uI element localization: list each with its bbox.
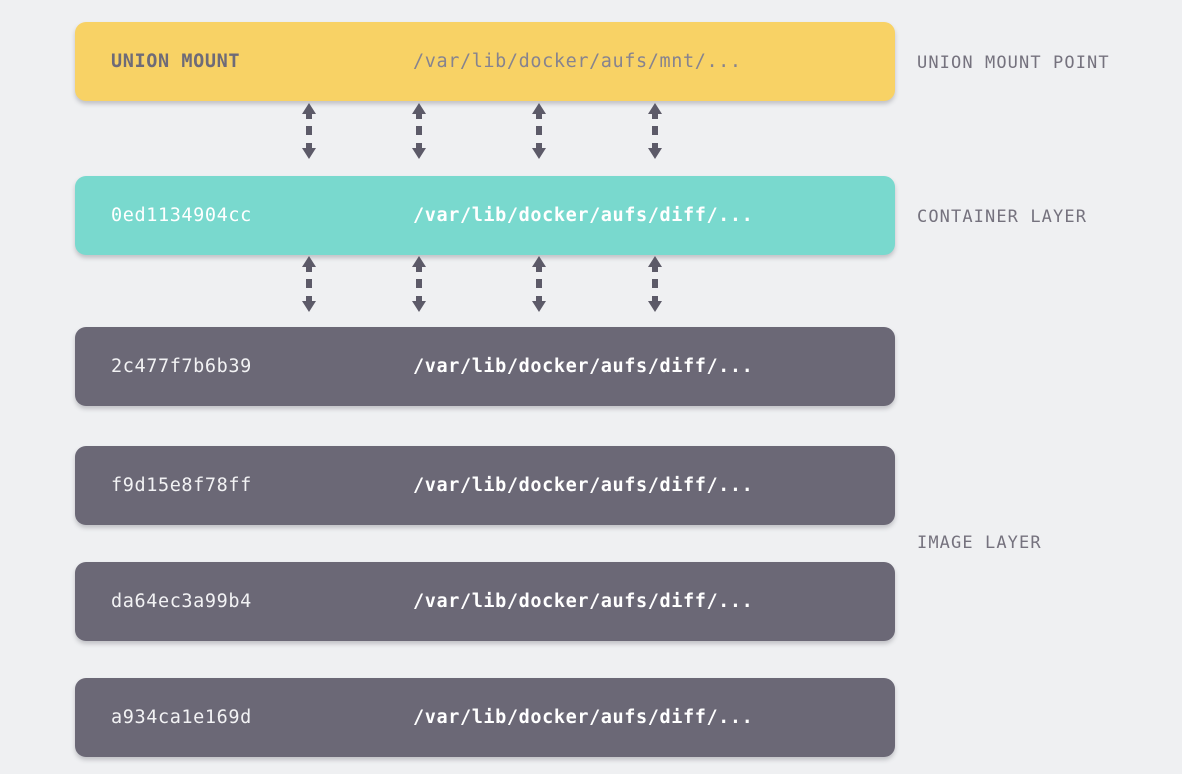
layer-path-label: /var/lib/docker/aufs/diff/... (413, 707, 754, 728)
arrow-head-up-icon (648, 103, 662, 114)
dashed-arrow-connector (532, 256, 546, 312)
layer-bar-container: 0ed1134904cc /var/lib/docker/aufs/diff/.… (75, 176, 895, 255)
layer-id-label: 0ed1134904cc (111, 205, 252, 226)
arrow-dash-segment (306, 126, 312, 135)
layer-id-label: da64ec3a99b4 (111, 591, 252, 612)
arrow-dash-segment (416, 266, 422, 272)
layer-id-label: f9d15e8f78ff (111, 475, 252, 496)
arrow-head-down-icon (412, 301, 426, 312)
layer-bar-union-mount: UNION MOUNT /var/lib/docker/aufs/mnt/... (75, 22, 895, 101)
arrow-dash-segment (416, 126, 422, 135)
arrow-dash-segment (536, 126, 542, 135)
layer-id-label: 2c477f7b6b39 (111, 356, 252, 377)
dashed-arrow-connector (412, 103, 426, 159)
layer-bar-image: a934ca1e169d /var/lib/docker/aufs/diff/.… (75, 678, 895, 757)
arrow-head-up-icon (412, 256, 426, 267)
arrow-head-down-icon (532, 148, 546, 159)
side-label-container-layer: CONTAINER LAYER (917, 207, 1088, 227)
arrow-dash-segment (416, 296, 422, 302)
arrow-dash-segment (652, 279, 658, 288)
arrow-head-up-icon (302, 103, 316, 114)
dashed-arrow-connector (532, 103, 546, 159)
arrow-dash-segment (416, 143, 422, 149)
layer-bar-image: f9d15e8f78ff /var/lib/docker/aufs/diff/.… (75, 446, 895, 525)
arrow-dash-segment (416, 113, 422, 119)
arrow-head-down-icon (648, 301, 662, 312)
arrow-head-down-icon (648, 148, 662, 159)
layer-bar-image: da64ec3a99b4 /var/lib/docker/aufs/diff/.… (75, 562, 895, 641)
dashed-arrow-connector (302, 103, 316, 159)
arrow-dash-segment (536, 279, 542, 288)
arrow-dash-segment (536, 113, 542, 119)
arrow-dash-segment (306, 143, 312, 149)
arrow-head-up-icon (302, 256, 316, 267)
arrow-dash-segment (416, 279, 422, 288)
arrow-head-up-icon (532, 103, 546, 114)
layer-path-label: /var/lib/docker/aufs/diff/... (413, 591, 754, 612)
arrow-head-down-icon (302, 301, 316, 312)
arrow-dash-segment (652, 143, 658, 149)
layer-path-label: /var/lib/docker/aufs/diff/... (413, 475, 754, 496)
dashed-arrow-connector (302, 256, 316, 312)
arrow-dash-segment (536, 266, 542, 272)
layer-id-label: UNION MOUNT (111, 51, 241, 72)
arrow-head-down-icon (532, 301, 546, 312)
dashed-arrow-connector (648, 103, 662, 159)
side-label-union-mount-point: UNION MOUNT POINT (917, 53, 1110, 73)
arrow-dash-segment (306, 279, 312, 288)
arrow-dash-segment (652, 266, 658, 272)
layer-id-label: a934ca1e169d (111, 707, 252, 728)
arrow-dash-segment (536, 296, 542, 302)
arrow-head-up-icon (412, 103, 426, 114)
side-label-image-layer: IMAGE LAYER (917, 533, 1042, 553)
arrow-dash-segment (306, 113, 312, 119)
arrow-dash-segment (306, 266, 312, 272)
arrow-head-down-icon (412, 148, 426, 159)
layer-path-label: /var/lib/docker/aufs/mnt/... (413, 51, 742, 72)
arrow-dash-segment (306, 296, 312, 302)
dashed-arrow-connector (648, 256, 662, 312)
arrow-dash-segment (652, 113, 658, 119)
layer-path-label: /var/lib/docker/aufs/diff/... (413, 356, 754, 377)
layer-path-label: /var/lib/docker/aufs/diff/... (413, 205, 754, 226)
layer-bar-image: 2c477f7b6b39 /var/lib/docker/aufs/diff/.… (75, 327, 895, 406)
arrow-dash-segment (652, 126, 658, 135)
arrow-head-down-icon (302, 148, 316, 159)
arrow-dash-segment (652, 296, 658, 302)
arrow-dash-segment (536, 143, 542, 149)
dashed-arrow-connector (412, 256, 426, 312)
arrow-head-up-icon (648, 256, 662, 267)
arrow-head-up-icon (532, 256, 546, 267)
